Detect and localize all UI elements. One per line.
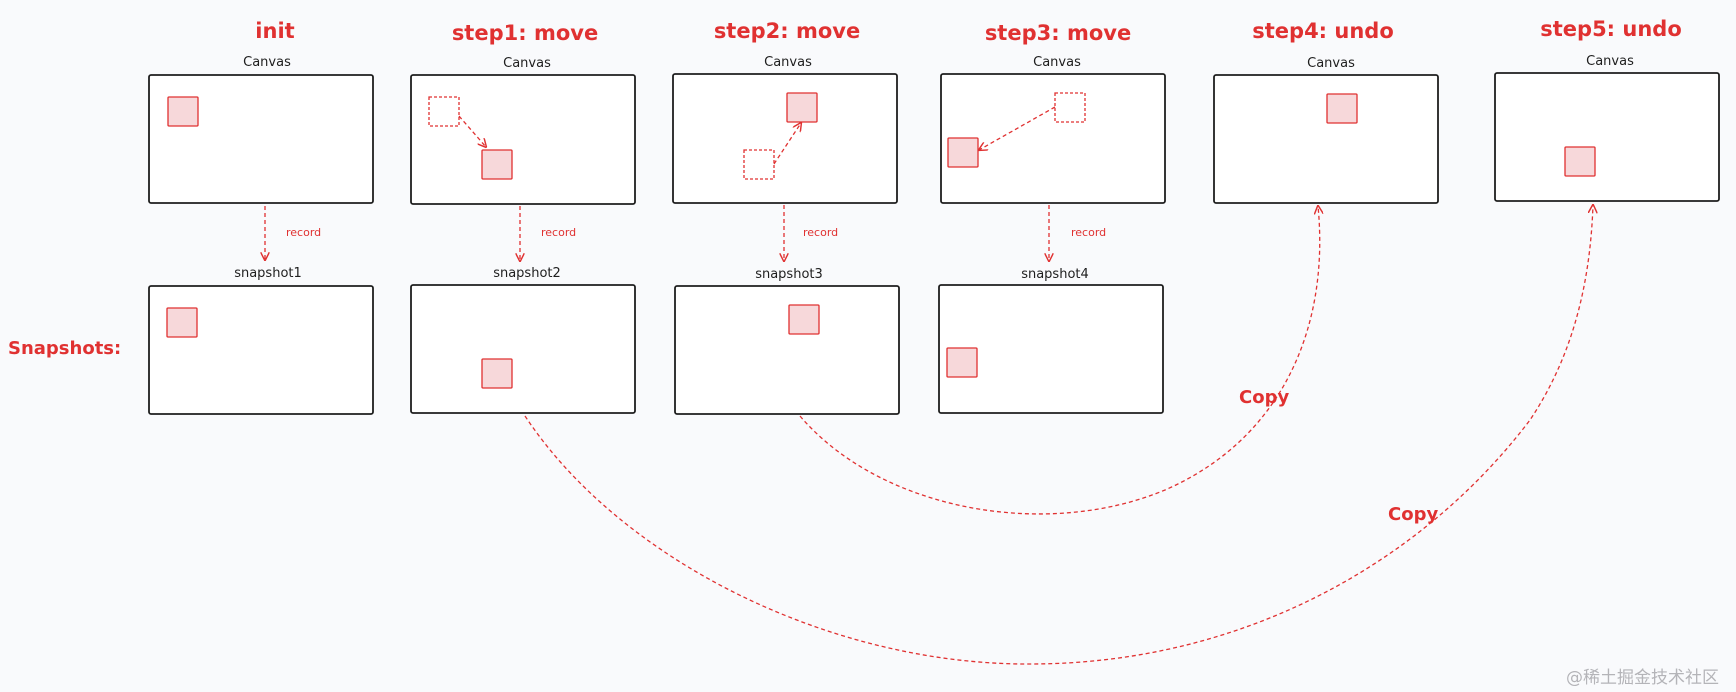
canvas-frame-step2 bbox=[672, 73, 898, 204]
canvas-frame-step1 bbox=[410, 74, 636, 205]
step-title-step2: step2: move bbox=[714, 19, 860, 43]
ghost-square-step2 bbox=[743, 149, 775, 180]
record-label-2: record bbox=[541, 226, 576, 239]
snapshot-label-2: snapshot2 bbox=[493, 266, 561, 281]
ghost-square-step3 bbox=[1054, 92, 1086, 123]
canvas-label-step5: Canvas bbox=[1586, 54, 1634, 69]
element-square-step1 bbox=[481, 149, 513, 180]
snapshot-square-3 bbox=[788, 304, 820, 335]
snapshot-frame-2 bbox=[410, 284, 636, 414]
canvas-label-step1: Canvas bbox=[503, 56, 551, 71]
step-title-init: init bbox=[255, 19, 294, 43]
step-title-step4: step4: undo bbox=[1252, 19, 1394, 43]
canvas-frame-step3 bbox=[940, 73, 1166, 204]
step-title-step3: step3: move bbox=[985, 21, 1131, 45]
element-square-step3 bbox=[947, 137, 979, 168]
step-title-step1: step1: move bbox=[452, 21, 598, 45]
element-square-step2 bbox=[786, 92, 818, 123]
step-title-step5: step5: undo bbox=[1540, 17, 1682, 41]
snapshots-row-label: Snapshots: bbox=[8, 338, 121, 359]
record-label-1: record bbox=[286, 226, 321, 239]
element-square-init bbox=[167, 96, 199, 127]
canvas-label-step2: Canvas bbox=[764, 55, 812, 70]
canvas-label-init: Canvas bbox=[243, 55, 291, 70]
copy-label-1: Copy bbox=[1239, 387, 1289, 408]
snapshot-square-4 bbox=[946, 347, 978, 378]
canvas-label-step3: Canvas bbox=[1033, 55, 1081, 70]
snapshot-square-1 bbox=[166, 307, 198, 338]
snapshot-square-2 bbox=[481, 358, 513, 389]
record-label-3: record bbox=[803, 226, 838, 239]
canvas-frame-step5 bbox=[1494, 72, 1720, 202]
snapshot-frame-1 bbox=[148, 285, 374, 415]
ghost-square-step1 bbox=[428, 96, 460, 127]
canvas-frame-init bbox=[148, 74, 374, 204]
record-label-4: record bbox=[1071, 226, 1106, 239]
move-arrow-step3 bbox=[979, 106, 1056, 150]
element-square-step4 bbox=[1326, 93, 1358, 124]
watermark: @稀土掘金技术社区 bbox=[1566, 668, 1719, 688]
snapshot-label-3: snapshot3 bbox=[755, 267, 823, 282]
copy-label-2: Copy bbox=[1388, 504, 1438, 525]
element-square-step5 bbox=[1564, 146, 1596, 177]
move-arrow-step2 bbox=[773, 123, 801, 165]
snapshot-frame-4 bbox=[938, 284, 1164, 414]
canvas-frame-step4 bbox=[1213, 74, 1439, 204]
snapshot-label-1: snapshot1 bbox=[234, 266, 302, 281]
snapshot-label-4: snapshot4 bbox=[1021, 267, 1089, 282]
copy-curve-snapshot3-to-step4 bbox=[799, 206, 1320, 515]
copy-curve-snapshot2-to-step5 bbox=[524, 205, 1593, 665]
canvas-label-step4: Canvas bbox=[1307, 56, 1355, 71]
snapshot-frame-3 bbox=[674, 285, 900, 415]
